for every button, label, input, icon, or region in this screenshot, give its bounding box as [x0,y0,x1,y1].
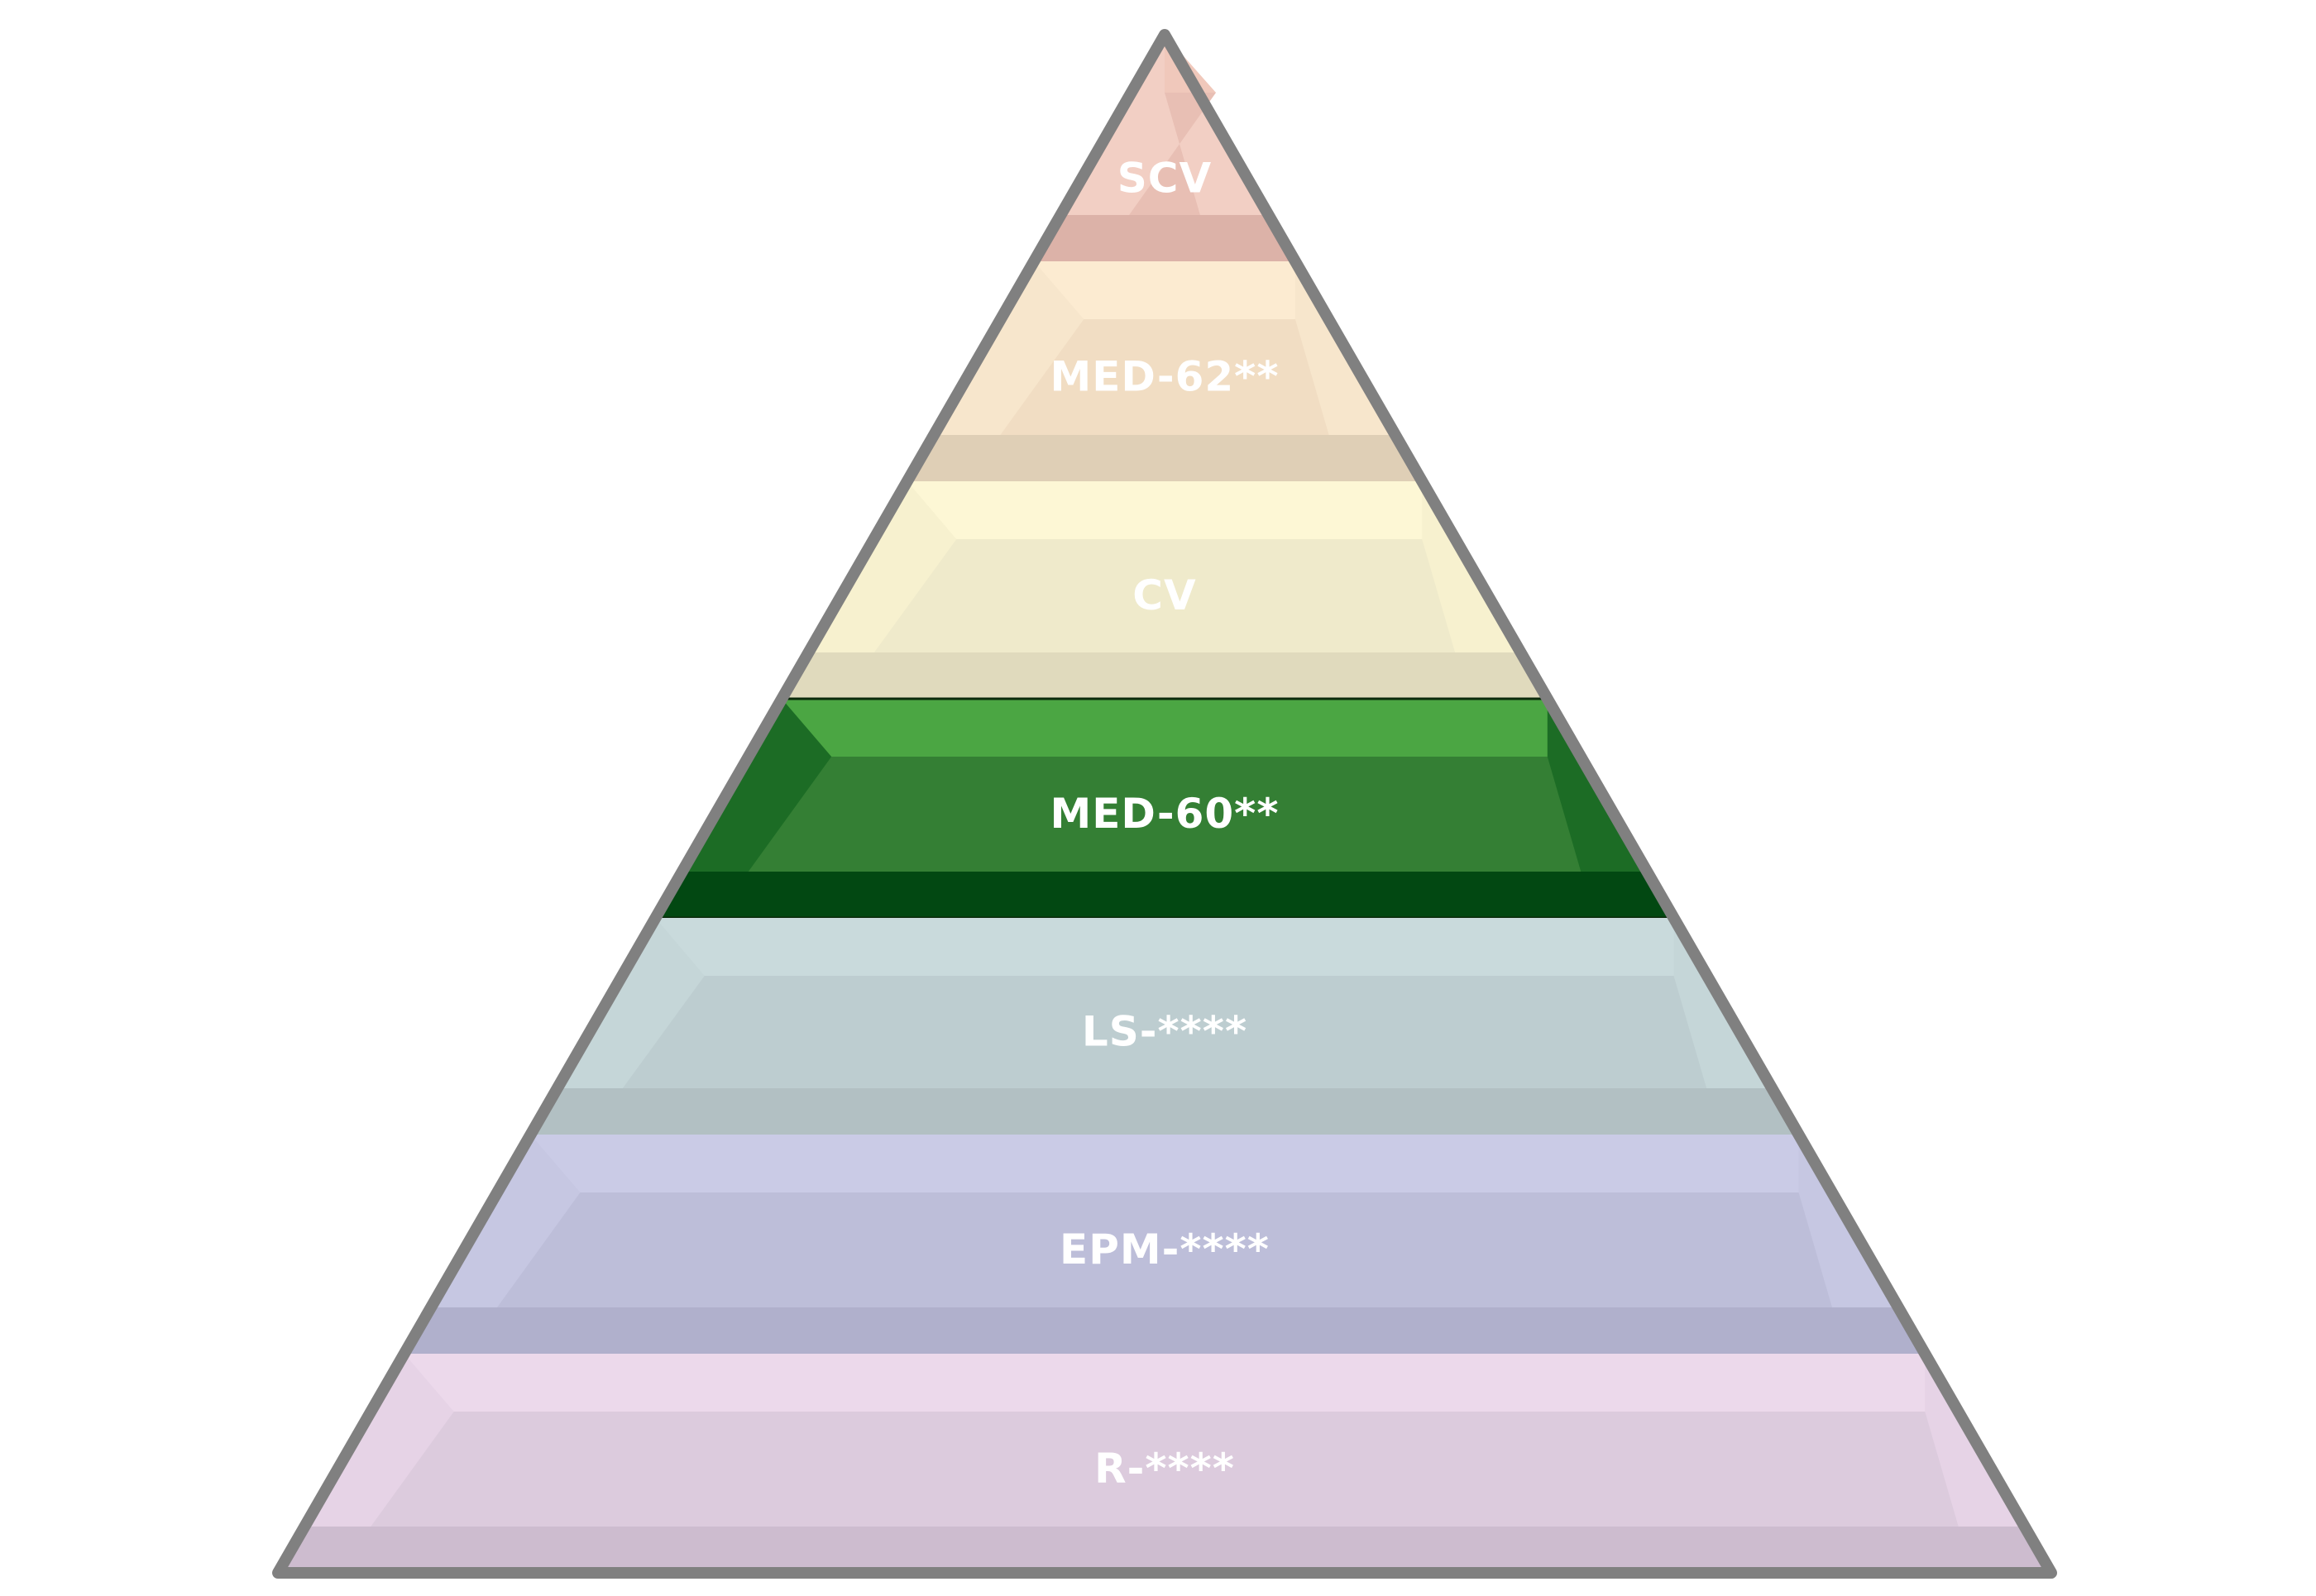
tier-face [873,539,1456,652]
tier-top-band [1034,261,1295,319]
tier-top-band [404,1354,1926,1412]
tier-top-band [782,699,1548,757]
tier-face [622,976,1707,1088]
tier-side [1060,35,1269,215]
tier-label: LS-**** [1082,1008,1247,1056]
tier-top-band [655,918,1674,976]
tier-face [497,1192,1832,1307]
tier-face [1000,319,1329,435]
pyramid-outline [272,29,2057,1579]
tier-face [371,1412,1959,1527]
pyramid-tier [1034,35,1295,261]
pyramid-tier [404,1135,1926,1354]
pyramid-tier [278,1354,2051,1573]
tier-label: CV [1132,571,1196,619]
pyramid-tiers [278,35,2051,1573]
tier-label: SCV [1117,155,1212,203]
tier-label: MED-62** [1050,353,1280,401]
tier-label: EPM-**** [1060,1226,1270,1273]
tier-face [748,757,1581,872]
pyramid-tier [782,481,1548,699]
pyramid-tier [653,697,1677,920]
pyramid-labels: SCV MED-62** CV MED-60** LS-**** EPM-**** R-**… [1050,155,1280,1493]
tier-top-band [907,481,1423,539]
tier-label: MED-60** [1050,790,1280,838]
tier-face [1129,93,1217,215]
pyramid-tier [530,918,1799,1135]
tier-top-band [530,1135,1799,1192]
tier-label: R-**** [1094,1445,1235,1493]
pyramid-tier [907,261,1423,481]
